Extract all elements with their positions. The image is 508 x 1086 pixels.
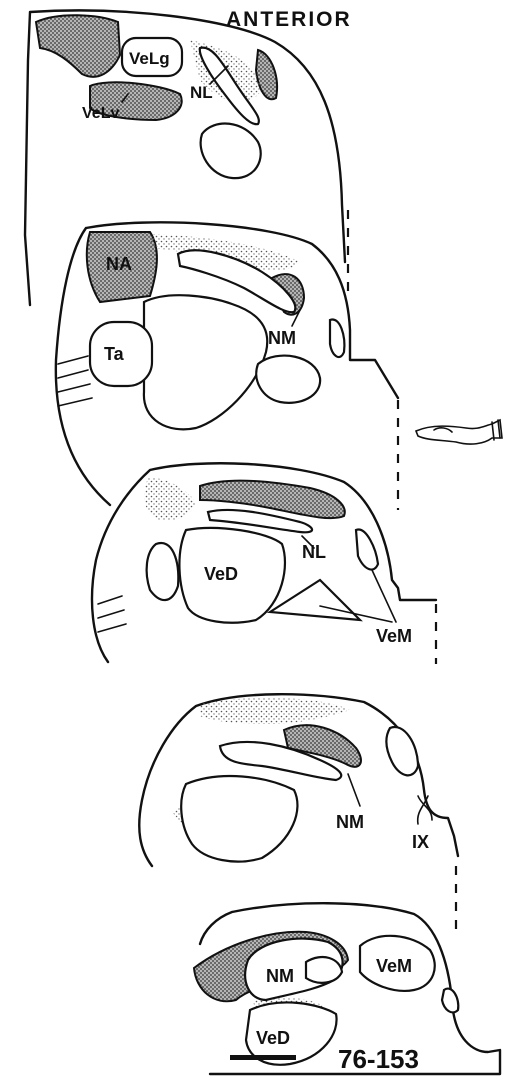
- section-5-right-nucleus: [442, 989, 458, 1013]
- tract-line-2: [58, 370, 88, 378]
- label-nl-3: NL: [302, 542, 326, 562]
- section-2: NA NM Ta: [56, 210, 398, 505]
- section-4: NM IX: [139, 694, 458, 930]
- tract-line-6: [98, 610, 124, 618]
- tract-line-1: [58, 356, 88, 364]
- section-2-lower-nucleus: [256, 356, 320, 403]
- section-1-shaded-region: [36, 15, 120, 77]
- section-2-vestibular-body: [144, 295, 267, 429]
- tract-line-3: [58, 384, 90, 392]
- pointing-hand-icon: [416, 420, 502, 444]
- label-nm: NM: [268, 328, 296, 348]
- specimen-id: 76-153: [338, 1044, 419, 1074]
- section-1-lower-nucleus: [201, 124, 261, 179]
- section-3-right-nucleus: [356, 530, 378, 570]
- label-ved-5: VeD: [256, 1028, 290, 1048]
- tract-line-4: [58, 398, 92, 406]
- section-4-right-nucleus: [386, 727, 418, 775]
- scale-bar: [230, 1055, 296, 1060]
- tract-line-7: [98, 624, 126, 632]
- label-velg: VeLg: [129, 49, 170, 68]
- section-5-upper-nucleus: [306, 957, 342, 983]
- section-3: VeD NL VeM: [92, 463, 436, 664]
- label-vem: VeM: [376, 626, 412, 646]
- label-ix: IX: [412, 832, 429, 852]
- label-nl: NL: [190, 83, 213, 102]
- section-3-shaded-left: [144, 478, 196, 521]
- section-4-lower-body: [181, 776, 297, 861]
- label-velv: VeLv: [82, 105, 119, 122]
- label-na: NA: [106, 254, 132, 274]
- label-nm-4: NM: [336, 812, 364, 832]
- label-nm-5: NM: [266, 966, 294, 986]
- section-3-left-nucleus: [147, 543, 179, 600]
- title-anterior: ANTERIOR: [226, 8, 352, 31]
- section-2-right-nucleus: [330, 319, 344, 357]
- nucleus-vem-triangle: [270, 580, 360, 620]
- label-vem-5: VeM: [376, 956, 412, 976]
- tract-line-5: [98, 596, 122, 604]
- label-ved: VeD: [204, 564, 238, 584]
- label-ta: Ta: [104, 344, 125, 364]
- leader-nm-4: [348, 774, 360, 806]
- section-4-shaded-region: [200, 698, 350, 724]
